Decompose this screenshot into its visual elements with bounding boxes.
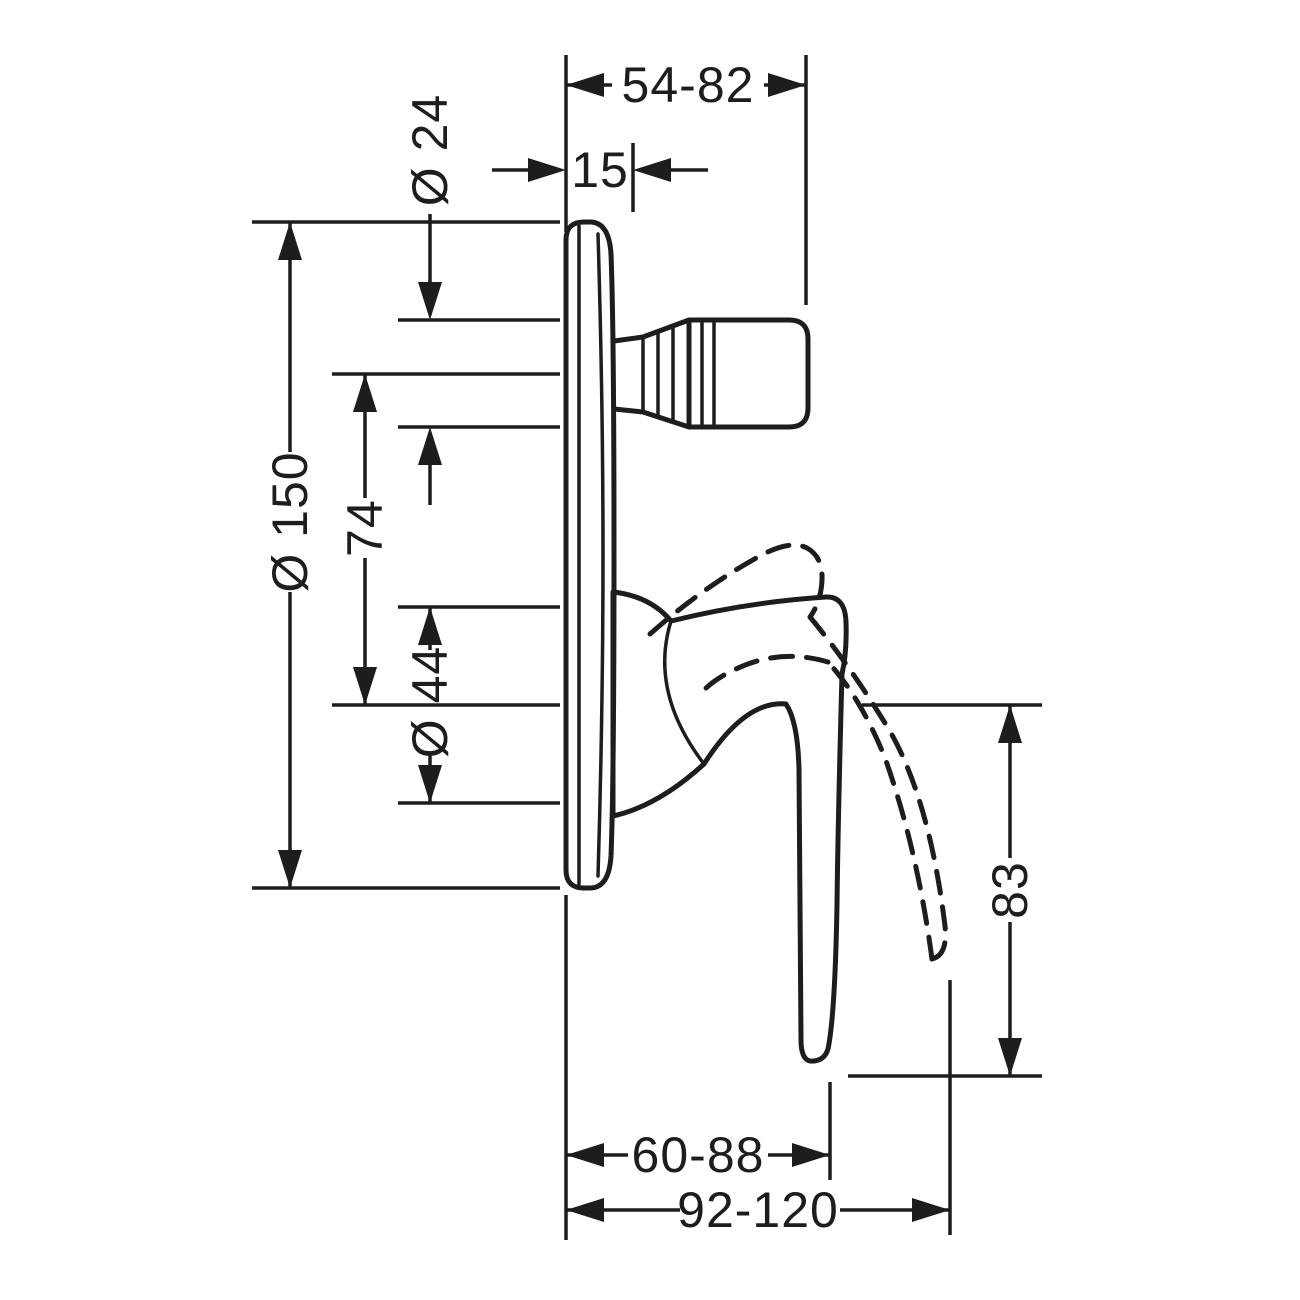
dashed-handle-top-edge [647,542,825,637]
dim-label-lever-projection: 60-88 [632,1127,765,1183]
arrowhead [566,73,604,97]
arrowhead [998,705,1022,743]
arrowhead [998,1038,1022,1076]
handle-lever-solid [610,589,849,1064]
arrowhead [912,1198,950,1222]
arrowhead [566,1143,604,1167]
handle-outline [610,589,849,1064]
spout-taper-top-line [640,317,692,340]
arrowhead [353,374,377,412]
arrowhead [418,607,442,645]
dim-spout-diameter: Ø 24 [398,94,560,505]
spout-stub-top-line [611,334,646,344]
dimension-annotations: 54-82 15 Ø 150 [252,55,1042,1240]
arrowhead [792,1143,830,1167]
dim-label-lever-projection-open: 92-120 [677,1182,839,1238]
arrowhead [528,158,566,182]
escutcheon-plate-outline [563,219,617,891]
dim-projection-top: 54-82 [564,55,808,305]
handle-neck-joint-line [663,619,706,766]
dim-escutcheon-diameter: Ø 150 [252,220,560,890]
dim-lever-projection: 60-88 [564,895,832,1240]
dim-lever-height: 83 [848,703,1042,1078]
arrowhead [418,427,442,465]
dim-lever-projection-open: 92-120 [566,980,952,1238]
arrowhead [418,765,442,803]
arrowhead [278,850,302,888]
spout-taper-bottom-line [640,409,692,430]
dim-plate-depth: 15 [492,142,708,212]
spout [611,317,811,430]
arrowhead [633,158,671,182]
dashed-handle-back-edge [825,659,935,962]
dim-label-escutcheon-diameter: Ø 150 [262,451,318,592]
dim-label-hub-diameter: Ø 44 [402,646,458,758]
dim-label-spout-diameter: Ø 24 [402,94,458,206]
handle-lever-raised-dashed-position [647,542,948,962]
dim-label-spout-to-handle: 74 [337,499,393,557]
spout-stub-bottom-line [611,406,646,415]
arrowhead [353,667,377,705]
arrowhead [278,222,302,260]
spout-body-outline [686,317,811,430]
arrowhead [566,1198,604,1222]
dim-label-projection-top: 54-82 [622,57,755,113]
dim-spout-to-handle: 74 [332,372,560,707]
dashed-handle-underside-edge [701,653,831,693]
arrowhead [418,282,442,320]
fixture-group [563,219,948,1064]
dim-label-lever-height: 83 [982,861,1038,919]
dim-hub-diameter: Ø 44 [398,605,560,805]
dim-label-plate-depth: 15 [571,142,629,198]
escutcheon-front-contour-line [596,232,605,878]
arrowhead [768,73,806,97]
